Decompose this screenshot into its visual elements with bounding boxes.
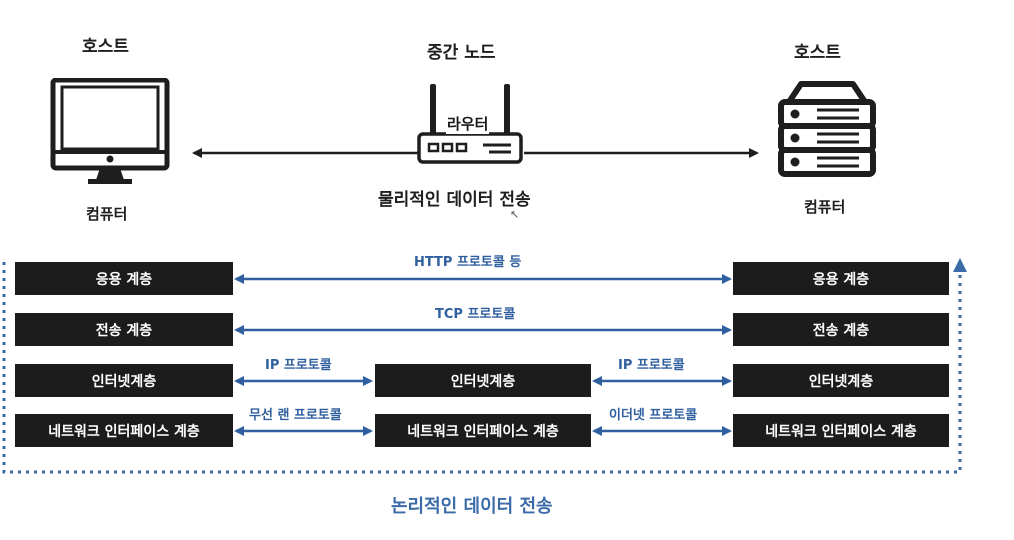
left-computer-label: 컴퓨터 bbox=[86, 205, 128, 223]
right-computer-label: 컴퓨터 bbox=[804, 198, 846, 216]
right-application-layer: 응용 계층 bbox=[733, 262, 949, 295]
left-network-interface-layer: 네트워크 인터페이스 계층 bbox=[15, 414, 233, 447]
logical-transfer-label: 논리적인 데이터 전송 bbox=[391, 496, 553, 517]
middle-internet-layer: 인터넷계층 bbox=[375, 364, 591, 397]
ip-protocol-left-label: IP 프로토콜 bbox=[265, 358, 332, 373]
right-host-label: 호스트 bbox=[794, 43, 841, 63]
server-icon bbox=[778, 81, 876, 177]
middle-node-label: 중간 노드 bbox=[427, 43, 496, 63]
ip-protocol-right-label: IP 프로토콜 bbox=[618, 358, 685, 373]
left-host-label: 호스트 bbox=[82, 37, 129, 57]
middle-network-interface-layer: 네트워크 인터페이스 계층 bbox=[375, 414, 591, 447]
ethernet-protocol-label: 이더넷 프로토콜 bbox=[609, 408, 698, 423]
left-internet-layer: 인터넷계층 bbox=[15, 364, 233, 397]
wlan-protocol-label: 무선 랜 프로토콜 bbox=[249, 408, 342, 423]
right-transport-layer: 전송 계층 bbox=[733, 313, 949, 346]
tcp-protocol-label: TCP 프로토콜 bbox=[435, 307, 516, 322]
left-application-layer: 응용 계층 bbox=[15, 262, 233, 295]
left-transport-layer: 전송 계층 bbox=[15, 313, 233, 346]
http-protocol-label: HTTP 프로토콜 등 bbox=[414, 255, 522, 270]
right-internet-layer: 인터넷계층 bbox=[733, 364, 949, 397]
physical-transfer-label: 물리적인 데이터 전송 bbox=[378, 190, 531, 210]
logical-transfer-arrowhead bbox=[953, 258, 967, 272]
right-network-interface-layer: 네트워크 인터페이스 계층 bbox=[733, 414, 949, 447]
mouse-cursor-icon: ↖ bbox=[510, 208, 520, 221]
router-icon bbox=[417, 84, 523, 164]
computer-monitor-icon bbox=[50, 78, 170, 184]
router-label: 라우터 bbox=[446, 113, 490, 134]
